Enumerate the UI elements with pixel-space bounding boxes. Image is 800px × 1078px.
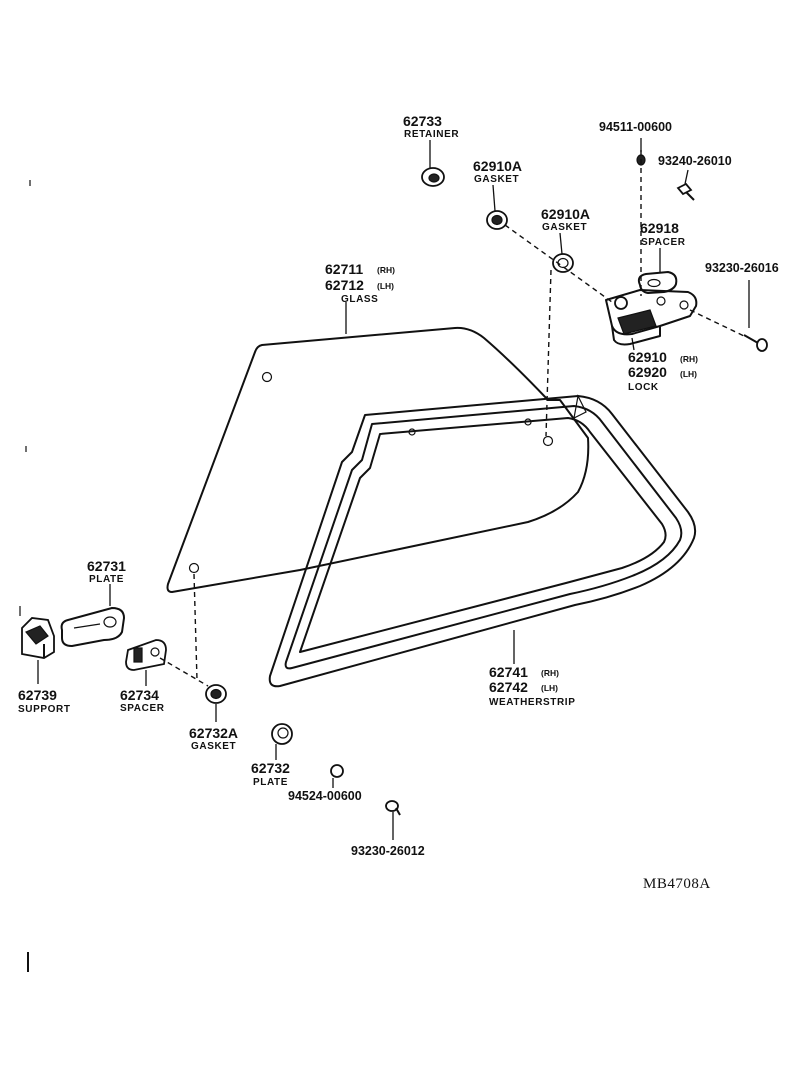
label-support-name: SUPPORT <box>18 704 71 715</box>
label-spacer-lock-name: SPACER <box>641 237 686 248</box>
nut-lower[interactable] <box>330 764 344 778</box>
label-glass-side-rh: (RH) <box>377 265 395 275</box>
label-gasket-top2-number: 62910A <box>541 206 590 222</box>
label-glass-name: GLASS <box>341 294 378 305</box>
label-gasket-lower-number: 62732A <box>189 725 238 741</box>
label-screw-top-number: 93240-26010 <box>658 154 732 168</box>
label-glass-number-lh: 62712 <box>325 277 364 293</box>
label-plate-lower-number: 62732 <box>251 760 290 776</box>
label-gasket-top2-name: GASKET <box>542 222 587 233</box>
label-spacer-lower-number: 62734 <box>120 687 159 703</box>
label-plate-upper-number: 62731 <box>87 558 126 574</box>
diagram-code: MB4708A <box>643 876 711 892</box>
label-lock-side-lh: (LH) <box>680 369 697 379</box>
support-part[interactable] <box>21 617 55 659</box>
label-retainer-name: RETAINER <box>404 129 459 140</box>
lock-assembly[interactable] <box>605 289 698 346</box>
label-gasket-top1-number: 62910A <box>473 158 522 174</box>
label-weatherstrip-name: WEATHERSTRIP <box>489 697 575 708</box>
screw-top[interactable] <box>676 182 695 201</box>
label-weatherstrip-side-rh: (RH) <box>541 668 559 678</box>
spacer-lower[interactable] <box>125 639 167 671</box>
label-screw-lock-number: 93230-26016 <box>705 261 779 275</box>
label-weatherstrip-side-lh: (LH) <box>541 683 558 693</box>
gasket-top-2[interactable] <box>552 253 574 273</box>
gasket-top-1[interactable] <box>486 210 508 230</box>
label-gasket-top1-name: GASKET <box>474 174 519 185</box>
label-spacer-lower-name: SPACER <box>120 703 165 714</box>
plate-lower[interactable] <box>271 723 293 745</box>
label-glass-number-rh: 62711 <box>325 261 363 277</box>
label-nut-top-number: 94511-00600 <box>599 120 672 134</box>
glass-panel[interactable] <box>166 326 590 593</box>
label-gasket-lower-name: GASKET <box>191 741 236 752</box>
label-spacer-lock-number: 62918 <box>640 220 679 236</box>
label-glass-side-lh: (LH) <box>377 281 394 291</box>
label-screw-lower-number: 93230-26012 <box>351 844 425 858</box>
label-lock-number-lh: 62920 <box>628 364 667 380</box>
label-lock-number-rh: 62910 <box>628 349 667 365</box>
label-retainer-number: 62733 <box>403 113 442 129</box>
label-support-number: 62739 <box>18 687 57 703</box>
label-plate-lower-name: PLATE <box>253 777 288 788</box>
label-lock-side-rh: (RH) <box>680 354 698 364</box>
screw-lock[interactable] <box>743 334 768 352</box>
plate-upper[interactable] <box>60 607 125 647</box>
label-nut-lower-number: 94524-00600 <box>288 789 362 803</box>
label-weatherstrip-number-rh: 62741 <box>489 664 528 680</box>
label-weatherstrip-number-lh: 62742 <box>489 679 528 695</box>
gasket-lower[interactable] <box>205 684 227 704</box>
weatherstrip-frame[interactable] <box>268 394 697 688</box>
screw-lower[interactable] <box>385 800 401 816</box>
label-plate-upper-name: PLATE <box>89 574 124 585</box>
spacer-lock[interactable] <box>637 271 678 294</box>
retainer-part[interactable] <box>421 167 445 187</box>
label-lock-name: LOCK <box>628 382 659 393</box>
